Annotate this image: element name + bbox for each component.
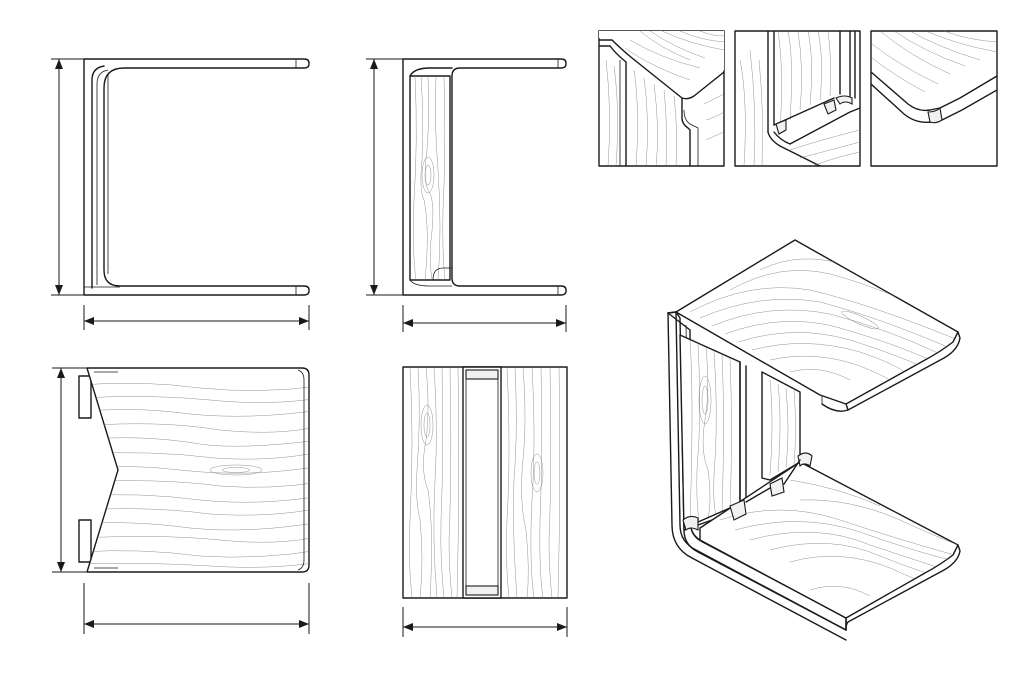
top-plan-view bbox=[52, 367, 310, 634]
detail-brackets-view bbox=[734, 30, 861, 167]
front-height-dimension bbox=[51, 58, 84, 296]
bottom-plan-view bbox=[402, 366, 568, 637]
top-plan-width-dimension bbox=[83, 583, 310, 634]
isometric-view bbox=[667, 239, 961, 641]
front-width-dimension bbox=[83, 305, 310, 330]
detail-rounded-edge-view bbox=[870, 30, 998, 167]
bottom-plan-depth-dimension bbox=[402, 607, 568, 637]
side-depth-dimension bbox=[402, 305, 567, 332]
top-plan-depth-dimension bbox=[52, 367, 87, 573]
front-elevation-view bbox=[51, 58, 310, 330]
side-height-dimension bbox=[366, 58, 403, 296]
side-elevation-view bbox=[366, 58, 567, 332]
detail-top-corner-view bbox=[598, 30, 725, 167]
